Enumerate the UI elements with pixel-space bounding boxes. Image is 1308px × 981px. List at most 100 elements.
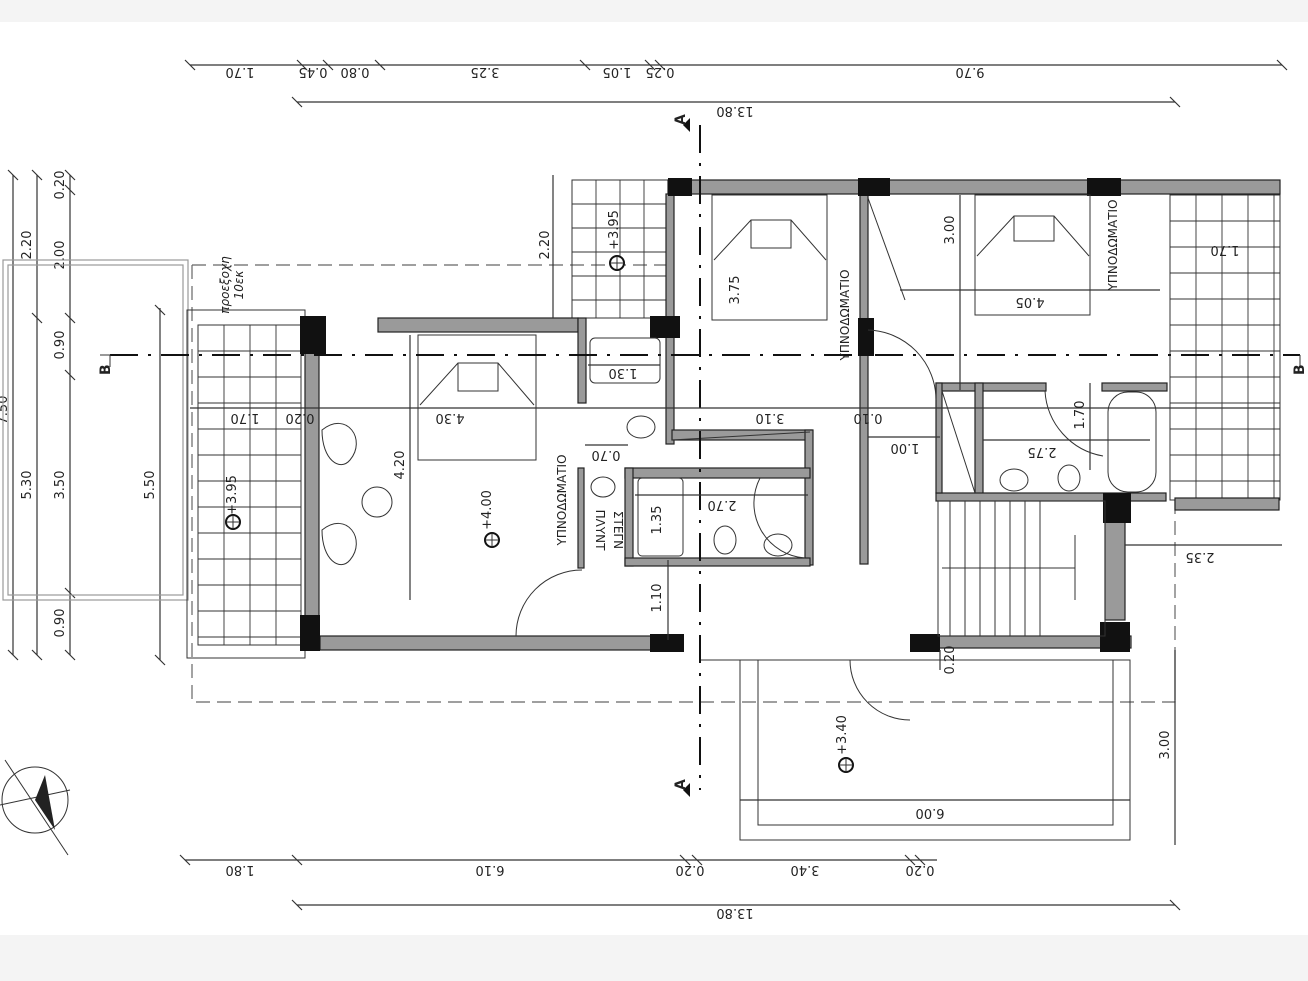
dim-label: 3.00 xyxy=(943,216,958,245)
dim-label: 0.20 xyxy=(53,171,68,200)
door-swing xyxy=(849,659,911,721)
dim-label: 1.10 xyxy=(650,584,665,613)
dim-label: 0.20 xyxy=(676,862,705,877)
armchair xyxy=(321,423,357,466)
dim-label: 0.20 xyxy=(286,410,315,425)
dim-label: 1.70 xyxy=(1073,401,1088,430)
tile-grid xyxy=(572,180,668,318)
dim-label-overall: 13.80 xyxy=(716,905,753,920)
dim-label: 2.70 xyxy=(708,497,737,512)
dim-label: 2.20 xyxy=(538,231,553,260)
dim-label: 3.00 xyxy=(1158,731,1173,760)
dim-label: 4.30 xyxy=(436,410,465,425)
svg-text:+3.95: +3.95 xyxy=(607,210,622,250)
left-balcony xyxy=(186,309,306,659)
dim-label: 0.90 xyxy=(53,331,68,360)
dim-label: 6.10 xyxy=(476,862,505,877)
dim-label: 1.30 xyxy=(609,365,638,380)
dim-label: 9.70 xyxy=(956,64,985,79)
svg-text:προεξοχη: προεξοχη xyxy=(218,256,232,314)
sink xyxy=(590,476,616,498)
dim-label: 0.90 xyxy=(53,609,68,638)
dim-label: 2.35 xyxy=(1186,549,1215,564)
armchair xyxy=(321,523,357,566)
sink xyxy=(763,533,793,557)
staircase xyxy=(937,500,1106,637)
room-label-bedroom: ΥΠΝΟΔΩΜΑΤΙΟ xyxy=(555,454,569,546)
dim-label: 4.20 xyxy=(393,451,408,480)
door-swing xyxy=(1044,390,1104,457)
toilet xyxy=(1057,464,1081,492)
double-bed xyxy=(417,334,537,461)
elevation-marker: +4.00 xyxy=(480,490,500,548)
dim-label-overall: 13.80 xyxy=(716,103,753,118)
dim-label: 1.80 xyxy=(226,862,255,877)
toilet xyxy=(626,415,656,439)
elevation-marker: +3.95 xyxy=(225,475,241,530)
door-swing xyxy=(515,569,583,637)
elevation-markers: +3.95 +3.95 +4.00 +3.40 xyxy=(225,210,854,773)
bed xyxy=(974,194,1091,316)
dim-label: 2.00 xyxy=(53,241,68,270)
dim-label: 0.20 xyxy=(906,862,935,877)
interior-dimensions: 2.20 1.70 0.20 4.20 4.30 1.30 0.70 3.10 … xyxy=(231,216,1240,820)
dim-label: 4.05 xyxy=(1016,294,1045,309)
north-arrow-icon xyxy=(0,759,71,856)
dim-label: 1.70 xyxy=(231,410,260,425)
elevation-marker: +3.95 xyxy=(607,210,625,271)
left-dimensions: 2.20 5.30 7.50 0.20 2.00 0.90 3.50 0.90 … xyxy=(0,169,166,666)
dim-label: 1.35 xyxy=(650,506,665,535)
section-lines: A A B B xyxy=(98,114,1308,797)
dim-label: 6.00 xyxy=(916,805,945,820)
dim-label: 2.75 xyxy=(1028,444,1057,459)
lower-roof-outline xyxy=(2,259,189,601)
room-label-laundry: ΠΛΥΝΤ xyxy=(593,510,607,552)
svg-text:10εκ: 10εκ xyxy=(232,270,246,300)
bottom-dimensions: 1.80 6.10 0.20 3.40 0.20 13.80 xyxy=(179,854,1181,920)
dim-label: 3.10 xyxy=(756,410,785,425)
interior-dimension-lines xyxy=(190,175,1282,845)
room-labels: ΥΠΝΟΔΩΜΑΤΙΟ ΥΠΝΟΔΩΜΑΤΙΟ ΥΠΝΟΔΩΜΑΤΙΟ ΠΛΥΝ… xyxy=(555,199,1120,551)
dim-label: 3.75 xyxy=(728,276,743,305)
bathtub xyxy=(637,477,684,557)
furniture xyxy=(321,194,1157,721)
room-label-bedroom: ΥΠΝΟΔΩΜΑΤΙΟ xyxy=(1106,199,1120,291)
tile-grid xyxy=(1170,195,1280,500)
bathtub xyxy=(589,337,661,384)
dim-label: 0.45 xyxy=(299,64,328,79)
sink xyxy=(999,468,1029,492)
svg-text:+3.40: +3.40 xyxy=(835,715,850,755)
svg-text:+4.00: +4.00 xyxy=(480,490,495,530)
bed xyxy=(711,194,828,321)
dim-label: 7.50 xyxy=(0,396,11,425)
table xyxy=(361,486,393,518)
tile-grid xyxy=(198,325,301,645)
dim-label: 0.20 xyxy=(943,646,958,675)
dim-label: 2.20 xyxy=(20,231,35,260)
dim-label: 1.70 xyxy=(1211,242,1240,257)
elevation-marker: +3.40 xyxy=(835,715,854,773)
bottom-terrace xyxy=(700,659,1131,841)
section-marker-b: B xyxy=(1292,364,1308,375)
door-swing xyxy=(753,477,806,559)
dim-label: 0.80 xyxy=(341,64,370,79)
dim-label: 5.50 xyxy=(143,471,158,500)
dim-label: 5.30 xyxy=(20,471,35,500)
room-label-bedroom: ΥΠΝΟΔΩΜΑΤΙΟ xyxy=(838,269,852,361)
columns xyxy=(300,178,1131,652)
dim-label: 3.50 xyxy=(53,471,68,500)
top-dimensions: 1.70 0.45 0.80 3.25 1.05 0.25 9.70 13.80 xyxy=(184,59,1288,118)
bathtub xyxy=(1107,391,1157,493)
dim-label: 0.10 xyxy=(854,410,883,425)
section-marker-a: A xyxy=(673,114,689,125)
dim-label: 3.25 xyxy=(471,64,500,79)
door-swing xyxy=(867,329,937,401)
room-label-laundry: ΣΤΕΓΝ xyxy=(611,511,625,549)
dim-label: 1.70 xyxy=(226,64,255,79)
dim-label: 0.70 xyxy=(592,447,621,462)
overhang-note: προεξοχη 10εκ xyxy=(218,256,246,314)
section-marker-a: A xyxy=(673,779,689,790)
dim-label: 1.00 xyxy=(891,440,920,455)
dim-label: 0.25 xyxy=(646,64,675,79)
